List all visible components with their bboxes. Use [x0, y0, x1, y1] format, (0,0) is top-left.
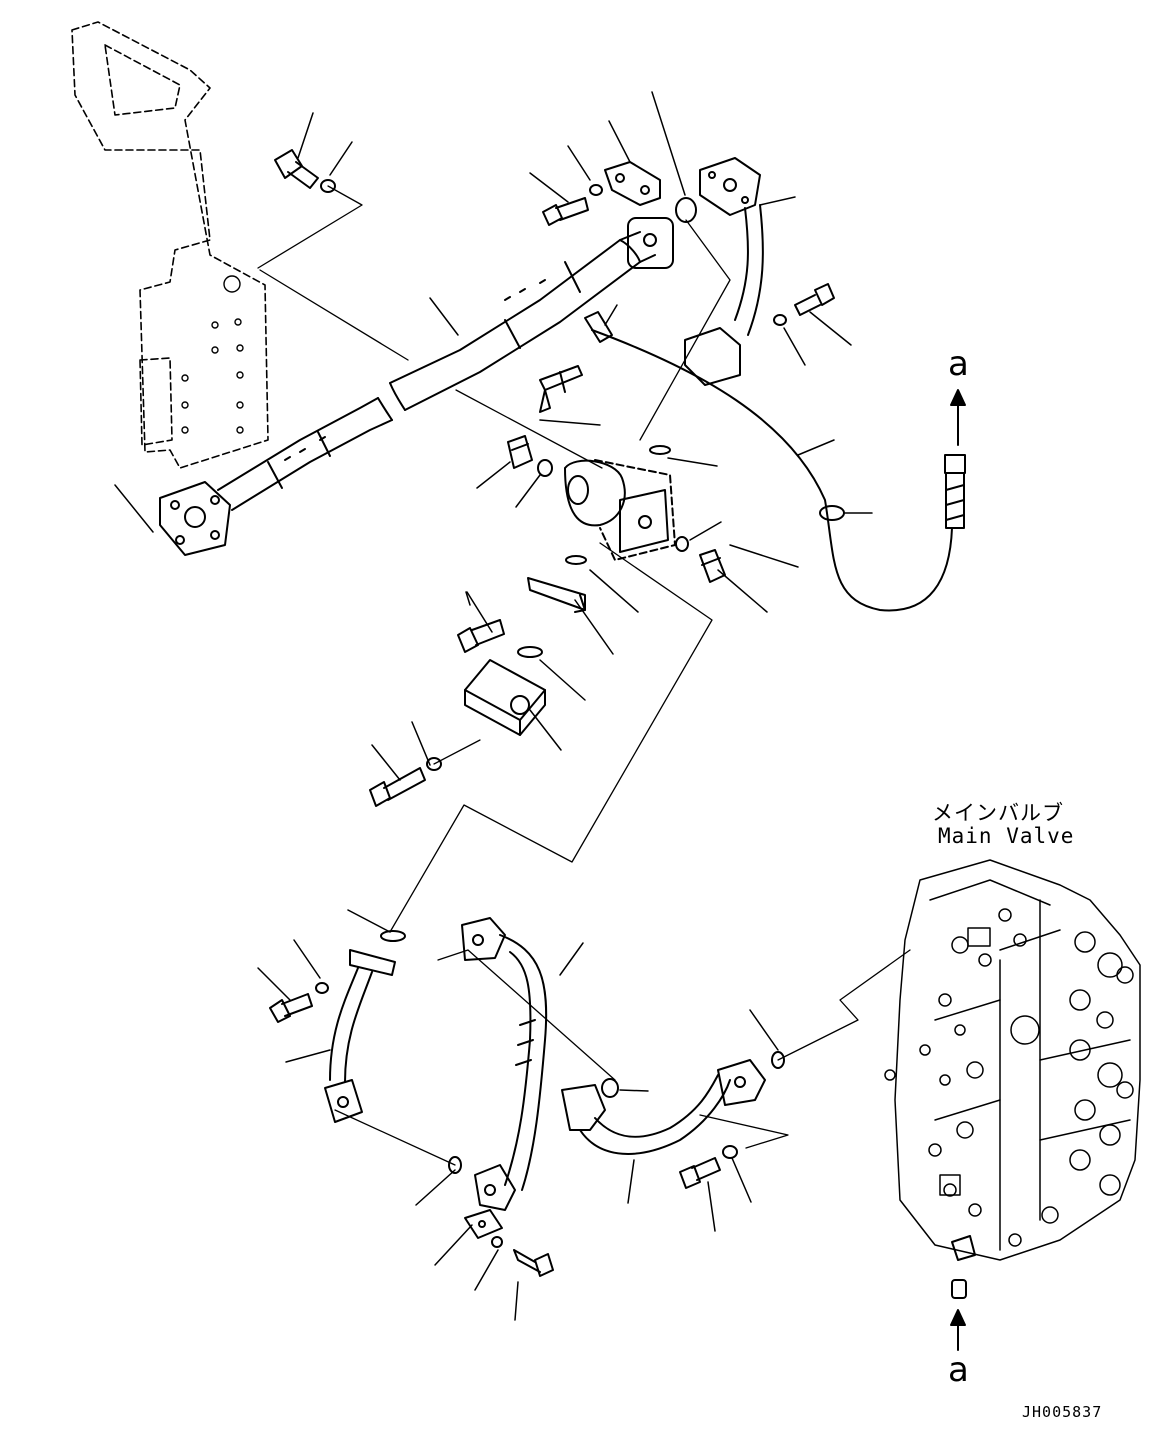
bolt-top-left [274, 149, 319, 189]
arrow-up-bottom [950, 1309, 966, 1351]
bolt-lower-right [679, 1157, 721, 1189]
gasket-flat [565, 555, 587, 565]
o-ring-right [675, 536, 689, 552]
frame-bracket [71, 21, 269, 469]
washer-top-left [320, 179, 336, 193]
adapter-plate [464, 659, 546, 736]
bolt-right [794, 283, 835, 316]
valve-block [564, 459, 676, 561]
o-ring-lower-center [448, 1156, 462, 1174]
frame-holes [181, 275, 244, 434]
bolt-mid [457, 619, 505, 653]
reference-mark-top: a [948, 344, 969, 384]
split-flange-clamp [604, 161, 661, 206]
flange-half [527, 577, 586, 613]
main-valve-body [884, 859, 1141, 1261]
main-valve-label-en: Main Valve [938, 824, 1075, 848]
washer-right [773, 314, 787, 326]
washer-mid [426, 757, 442, 771]
o-ring-main-valve [771, 1051, 785, 1069]
pipe-lower-left [324, 949, 396, 1123]
hose-end-flange-lower [474, 1164, 516, 1211]
o-ring-lower-left [380, 930, 406, 942]
o-ring-mid [517, 646, 543, 658]
leader-lines [114, 91, 873, 1321]
washer-top-center [589, 184, 603, 196]
valve-fitting-bottom [951, 1235, 976, 1299]
o-ring-top [675, 197, 697, 223]
suction-hose-upper [389, 231, 656, 411]
o-ring-left [537, 459, 553, 477]
reference-mark-bottom: a [948, 1350, 969, 1390]
bolt-lower-center [513, 1249, 554, 1277]
sensor-connector [944, 454, 966, 529]
hose-lower-center [461, 917, 548, 1191]
drawing-number: JH005837 [1022, 1403, 1103, 1421]
clamp-lower [464, 1209, 503, 1239]
main-valve-label-jp: メインバルブ [932, 801, 1064, 825]
pipe-top-right [684, 157, 764, 386]
washer-lower-center [491, 1236, 503, 1248]
o-ring-lower-right [601, 1078, 619, 1098]
bolt-lower-left [269, 993, 313, 1023]
sensor-fitting-right [699, 549, 726, 583]
sensor-fitting-left [507, 435, 533, 469]
hose-flange-top [627, 217, 674, 269]
bolt-long [369, 767, 426, 807]
suction-hose-lower [217, 397, 393, 511]
sensor-body [539, 365, 583, 413]
o-ring-small [649, 445, 671, 455]
bolt-top-center [542, 197, 589, 226]
hose-flange-bottom [159, 481, 231, 556]
routing-lines [257, 185, 911, 1166]
washer-lower-right [722, 1145, 738, 1159]
pipe-lower-right [561, 1059, 766, 1155]
washer-lower-left [315, 982, 329, 994]
arrow-up-top [950, 389, 966, 446]
sensor-wire [584, 311, 953, 612]
